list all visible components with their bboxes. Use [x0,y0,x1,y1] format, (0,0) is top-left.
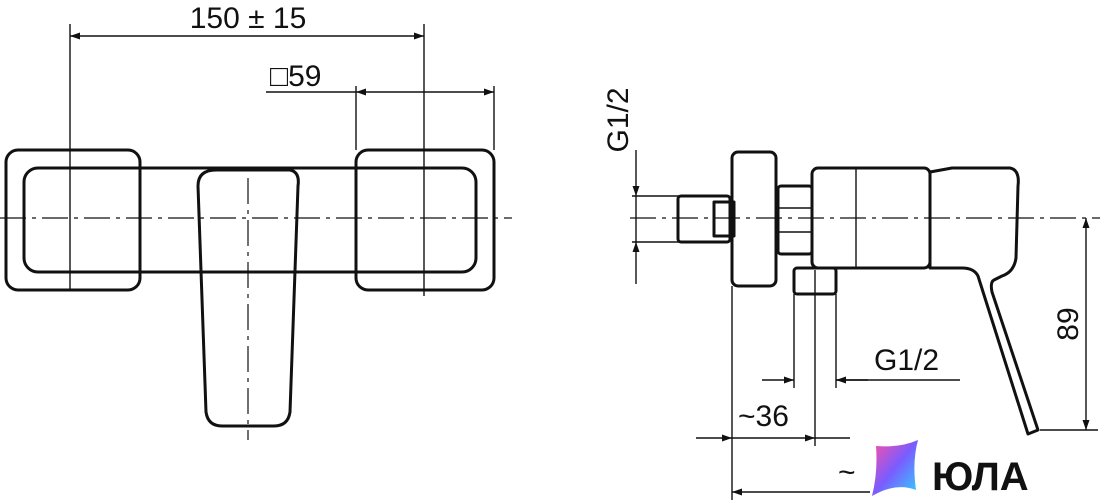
inlet-nipple [676,194,732,244]
logo-text: ЮЛА [932,455,1029,499]
depth-bottom-label: ~ [838,456,856,489]
front-view: 150 ± 15 □59 [0,2,512,440]
left-escutcheon [4,148,142,292]
mixer-body [22,166,478,274]
depth-36-label: ~36 [738,400,789,433]
inlet-collar [712,200,736,238]
lever-handle [196,168,300,428]
connection-nut [776,184,814,256]
side-view: G1/2 G1/2 ~36 ~ 89 [602,87,1100,500]
outlet-thread-label: G1/2 [874,344,939,377]
height-89-label: 89 [1052,307,1085,340]
right-escutcheon [354,148,496,292]
lever-side [928,166,1040,436]
yula-logo: ЮЛА [872,440,1029,499]
square-size-label: □59 [270,60,322,93]
inlet-thread-label: G1/2 [602,87,635,152]
overall-width-label: 150 ± 15 [190,2,307,35]
wall-flange [730,150,778,288]
side-body [810,166,932,270]
logo-star-icon [872,440,918,496]
